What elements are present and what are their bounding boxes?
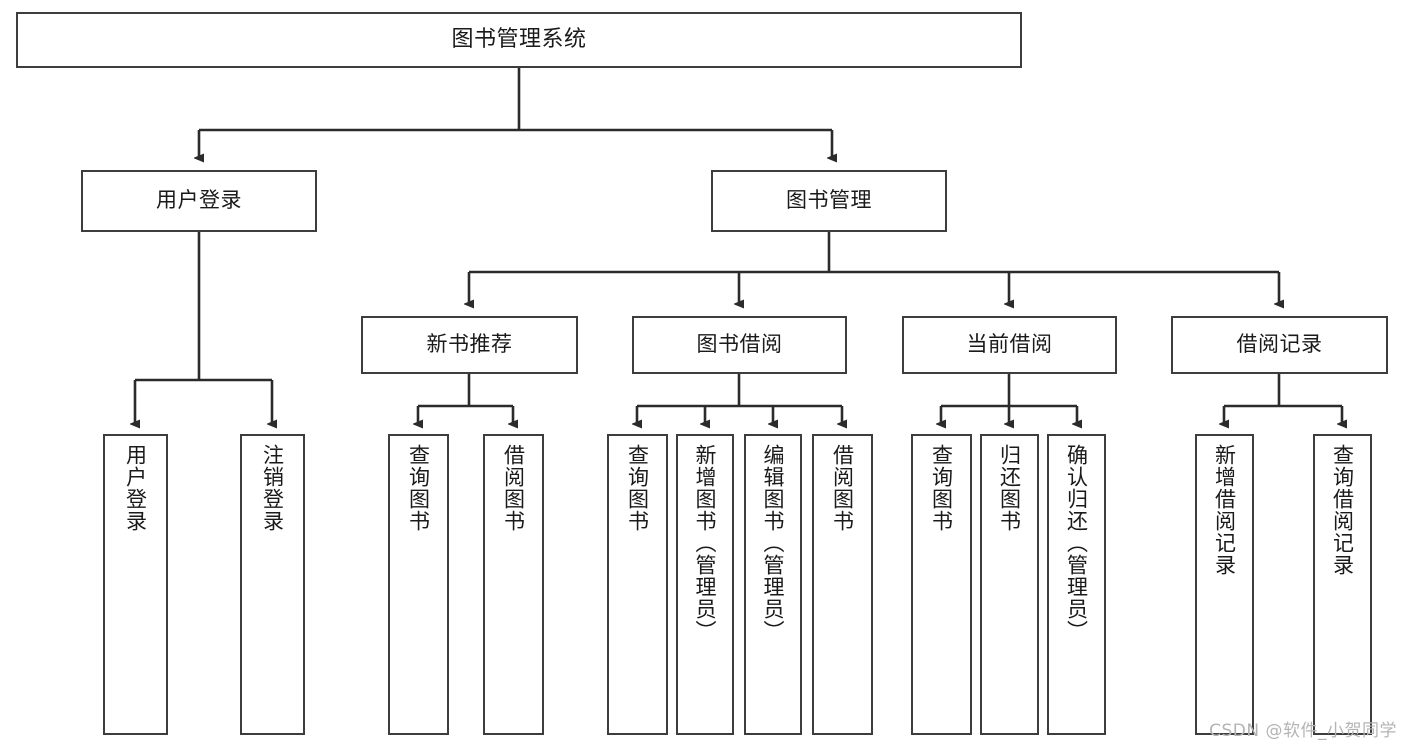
node-label: 当前借阅 — [966, 332, 1053, 357]
leaf-logout-login[interactable]: 注销登录 — [240, 434, 305, 735]
node-label: 图书管理 — [786, 188, 872, 213]
node-label: 注销登录 — [260, 444, 285, 532]
node-book-management[interactable]: 图书管理 — [711, 170, 947, 232]
node-label: 借阅图书 — [501, 444, 526, 532]
node-label: 查询图书 — [625, 444, 650, 532]
node-label: 用户登录 — [123, 444, 148, 532]
leaf-current-confirm-return-admin[interactable]: 确认归还（管理员） — [1047, 434, 1106, 735]
node-label: 编辑图书（管理员） — [761, 444, 786, 642]
leaf-newbook-borrow-book[interactable]: 借阅图书 — [483, 434, 544, 735]
leaf-record-add-record[interactable]: 新增借阅记录 — [1195, 434, 1254, 735]
node-current-borrow[interactable]: 当前借阅 — [902, 316, 1117, 374]
node-label: 新书推荐 — [426, 332, 513, 357]
node-label: 借阅记录 — [1236, 332, 1323, 357]
node-label: 查询图书 — [406, 444, 431, 532]
leaf-user-login[interactable]: 用户登录 — [103, 434, 168, 735]
node-label: 图书管理系统 — [451, 26, 587, 52]
leaf-borrow-borrow-book[interactable]: 借阅图书 — [812, 434, 873, 735]
csdn-watermark: CSDN @软件_小贺同学 — [1209, 721, 1397, 741]
leaf-borrow-query-book[interactable]: 查询图书 — [607, 434, 668, 735]
node-label: 新增图书（管理员） — [693, 444, 718, 642]
node-label: 查询借阅记录 — [1330, 444, 1355, 576]
node-root-system[interactable]: 图书管理系统 — [16, 12, 1022, 68]
node-label: 确认归还（管理员） — [1064, 444, 1089, 642]
node-label: 查询图书 — [929, 444, 954, 532]
node-borrow-record[interactable]: 借阅记录 — [1171, 316, 1388, 374]
leaf-borrow-add-book-admin[interactable]: 新增图书（管理员） — [676, 434, 734, 735]
leaf-newbook-query-book[interactable]: 查询图书 — [388, 434, 449, 735]
node-label: 图书借阅 — [696, 332, 783, 357]
leaf-current-query-book[interactable]: 查询图书 — [911, 434, 972, 735]
node-label: 新增借阅记录 — [1212, 444, 1237, 576]
leaf-record-query-record[interactable]: 查询借阅记录 — [1313, 434, 1372, 735]
node-new-book-recommend[interactable]: 新书推荐 — [361, 316, 578, 374]
node-label: 用户登录 — [156, 188, 242, 213]
node-user-login[interactable]: 用户登录 — [81, 170, 317, 232]
node-label: 借阅图书 — [830, 444, 855, 532]
node-label: 归还图书 — [997, 444, 1022, 532]
leaf-current-return-book[interactable]: 归还图书 — [980, 434, 1039, 735]
leaf-borrow-edit-book-admin[interactable]: 编辑图书（管理员） — [744, 434, 802, 735]
node-book-borrow[interactable]: 图书借阅 — [632, 316, 847, 374]
